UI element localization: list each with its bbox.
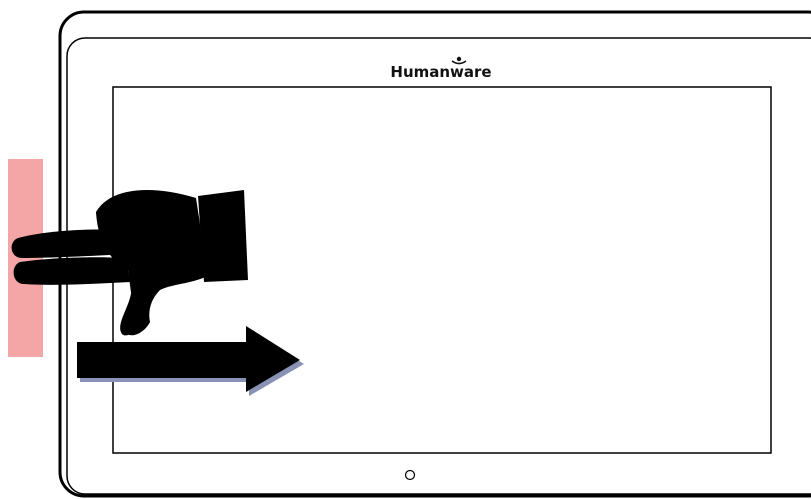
edge-touch-zone	[8, 159, 43, 357]
brand-logo-text: Humanware	[390, 63, 491, 81]
home-button[interactable]	[406, 471, 415, 480]
